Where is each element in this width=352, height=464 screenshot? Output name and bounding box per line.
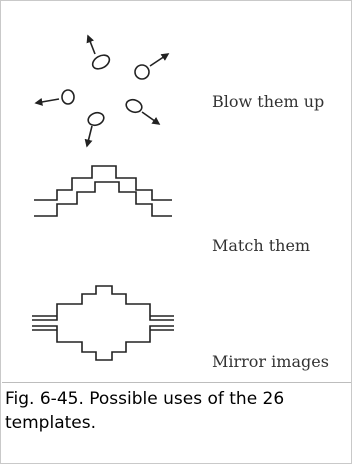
figure-caption: Fig. 6-45. Possible uses of the 26 templ… (5, 389, 285, 433)
templates-drawing (32, 34, 174, 361)
match-them-diagram (34, 165, 172, 217)
caption-divider (2, 382, 351, 383)
label-blow-them-up: Blow them up (212, 92, 325, 111)
blob-shape (61, 89, 75, 105)
label-match-them: Match them (212, 236, 311, 255)
label-mirror-images: Mirror images (212, 352, 329, 371)
blow-them-up-diagram (34, 34, 170, 148)
blob-shape (125, 98, 143, 114)
blob-shape (87, 111, 105, 127)
blob-shape (134, 64, 150, 80)
mirror-images-diagram (32, 285, 174, 361)
figure-illustration: Blow them up Match them Mirror images (2, 2, 350, 382)
blob-shape (91, 54, 111, 70)
